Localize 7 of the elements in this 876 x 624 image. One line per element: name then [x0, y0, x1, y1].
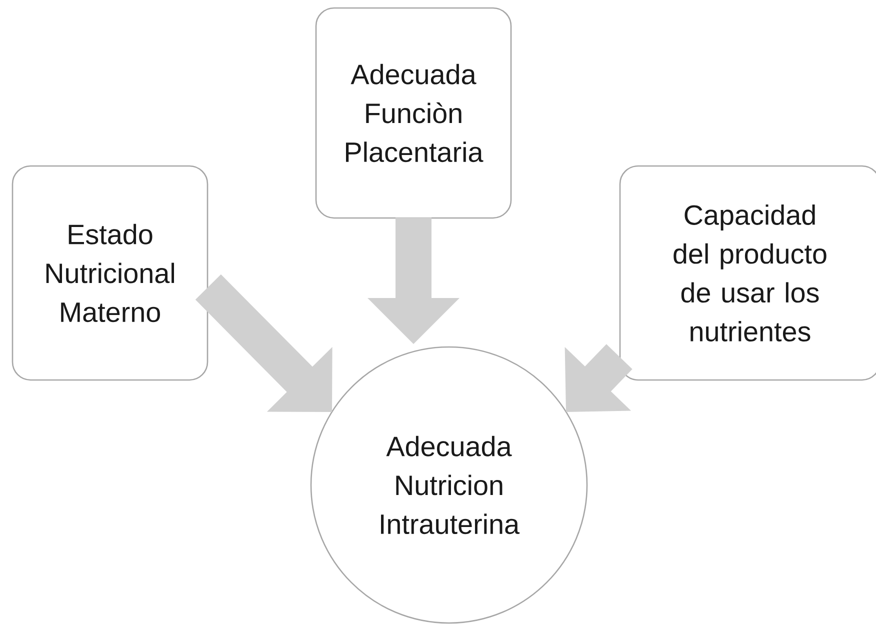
- rounded-box: Capacidad del producto de usar los nutrientes: [619, 165, 876, 381]
- block-arrow: [564, 344, 632, 412]
- rounded-box: Adecuada Funciòn Placentaria: [315, 7, 512, 219]
- block-arrow: [368, 218, 460, 344]
- rounded-box: Estado Nutricional Materno: [12, 165, 208, 381]
- circle-node: Adecuada Nutricion Intrauterina: [310, 346, 588, 624]
- block-arrow: [195, 274, 332, 412]
